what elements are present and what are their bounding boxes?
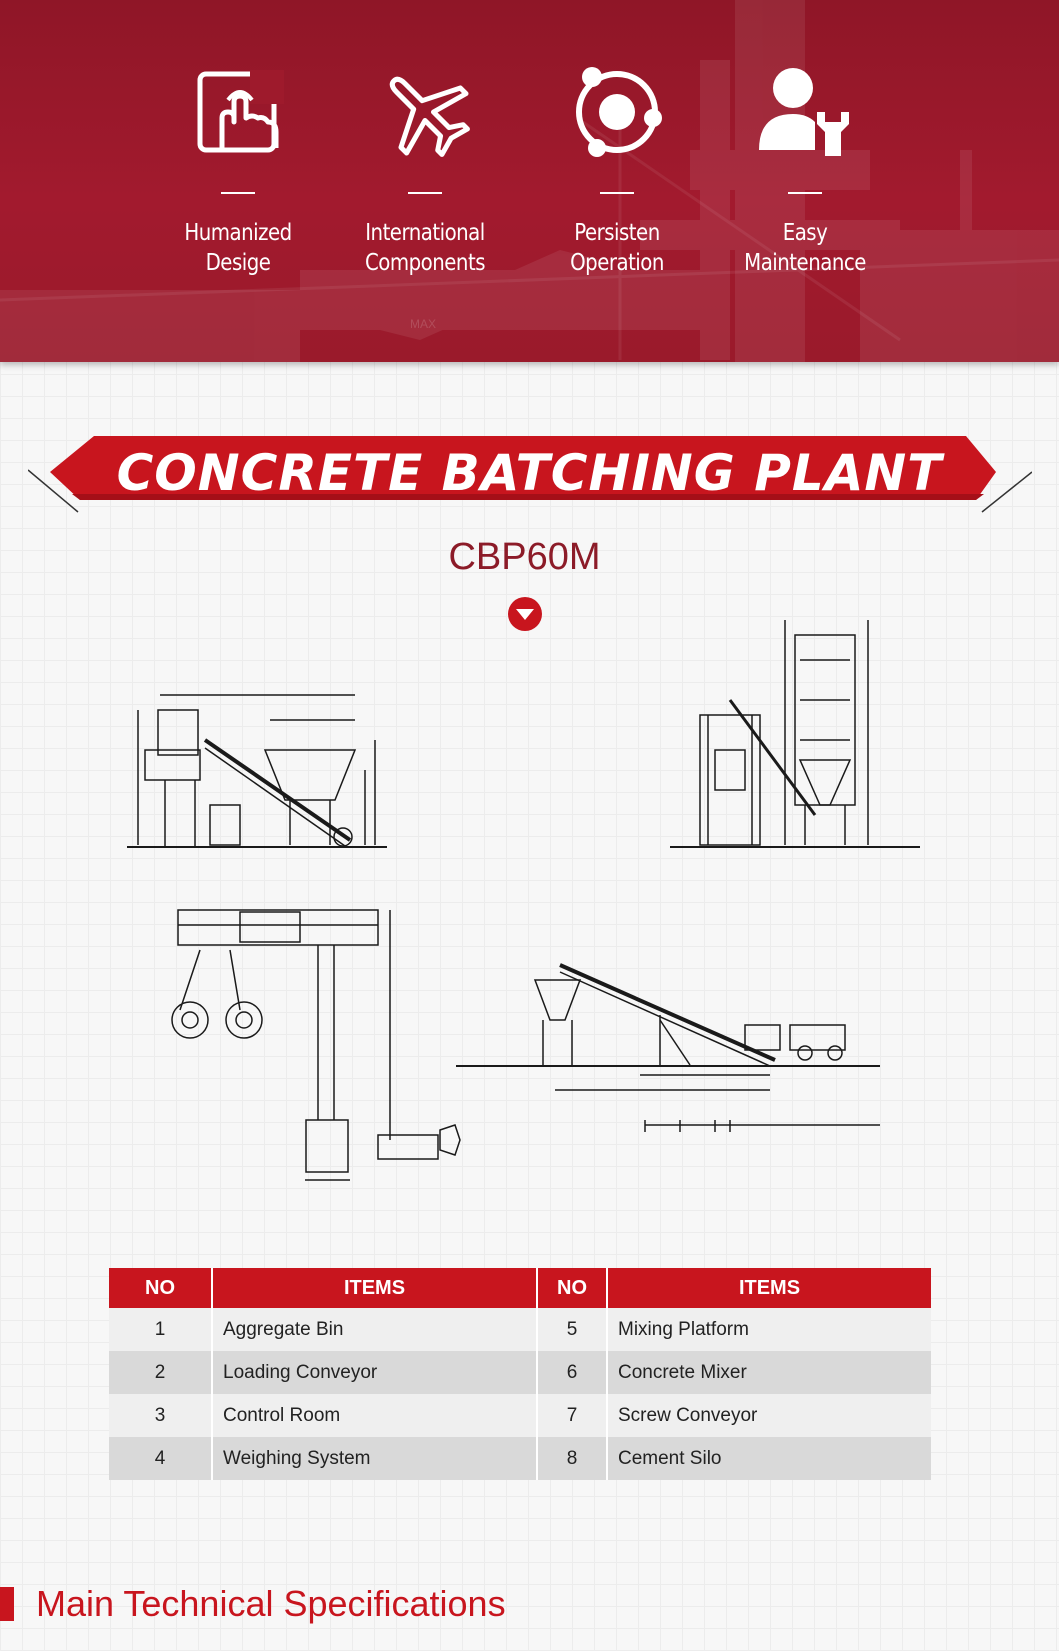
- feature-label: Humanized Desige: [184, 220, 292, 276]
- page-title: CONCRETE BATCHING PLANT: [116, 444, 943, 502]
- plan-view-drawing: [171, 909, 461, 1181]
- orbit-icon: [576, 67, 662, 157]
- model-name: CBP60M: [448, 536, 601, 578]
- title-ribbon: [28, 436, 1032, 513]
- svg-text:MAX: MAX: [410, 317, 436, 331]
- feature-divider: [600, 192, 634, 194]
- feature-persistent-operation: Persisten Operation: [522, 62, 712, 278]
- item-number: 2: [109, 1351, 213, 1394]
- user-wrench-icon: [759, 68, 849, 156]
- item-name: Weighing System: [212, 1437, 538, 1480]
- section-accent-bar: [0, 1587, 14, 1621]
- feature-easy-maintenance: Easy Maintenance: [710, 62, 900, 278]
- feature-label: Easy Maintenance: [744, 220, 866, 276]
- feature-divider: [788, 192, 822, 194]
- hero-background-illustration: MAX: [0, 0, 1059, 362]
- item-number: 3: [109, 1394, 213, 1437]
- column-header-items: ITEMS: [212, 1268, 538, 1308]
- hero-banner: MAX Humanized Desige International Compo…: [0, 0, 1059, 362]
- feature-divider: [408, 192, 442, 194]
- item-number: 5: [537, 1308, 608, 1351]
- components-table: NO ITEMS NO ITEMS 1 Aggregate Bin 5 Mixi…: [109, 1268, 931, 1480]
- item-name: Loading Conveyor: [212, 1351, 538, 1394]
- item-name: Aggregate Bin: [212, 1308, 538, 1351]
- item-number: 6: [537, 1351, 608, 1394]
- item-name: Screw Conveyor: [607, 1394, 931, 1437]
- table-header-row: NO ITEMS NO ITEMS: [109, 1268, 931, 1308]
- item-name: Control Room: [212, 1394, 538, 1437]
- feature-divider: [221, 192, 255, 194]
- item-number: 4: [109, 1437, 213, 1480]
- column-header-no: NO: [537, 1268, 608, 1308]
- item-number: 1: [109, 1308, 213, 1351]
- scroll-down-icon[interactable]: [507, 596, 543, 632]
- table-row: 4 Weighing System 8 Cement Silo: [109, 1437, 931, 1480]
- touch-hand-icon: [197, 70, 284, 153]
- table-row: 2 Loading Conveyor 6 Concrete Mixer: [109, 1351, 931, 1394]
- feature-label: International Components: [365, 220, 485, 276]
- side-elevation-drawing: [127, 694, 387, 848]
- column-header-items: ITEMS: [607, 1268, 931, 1308]
- table-row: 3 Control Room 7 Screw Conveyor: [109, 1394, 931, 1437]
- plant-technical-drawings: [127, 620, 920, 1181]
- item-name: Cement Silo: [607, 1437, 931, 1480]
- feature-humanized-design: Humanized Desige: [143, 62, 333, 278]
- column-header-no: NO: [109, 1268, 213, 1308]
- section-heading: Main Technical Specifications: [36, 1583, 506, 1624]
- item-name: Concrete Mixer: [607, 1351, 931, 1394]
- conveyor-side-view-drawing: [456, 963, 880, 1132]
- item-number: 8: [537, 1437, 608, 1480]
- item-number: 7: [537, 1394, 608, 1437]
- item-name: Mixing Platform: [607, 1308, 931, 1351]
- airplane-icon: [389, 76, 470, 157]
- feature-international-components: International Components: [330, 62, 520, 278]
- feature-label: Persisten Operation: [570, 220, 664, 276]
- table-row: 1 Aggregate Bin 5 Mixing Platform: [109, 1308, 931, 1351]
- front-elevation-drawing: [670, 620, 920, 848]
